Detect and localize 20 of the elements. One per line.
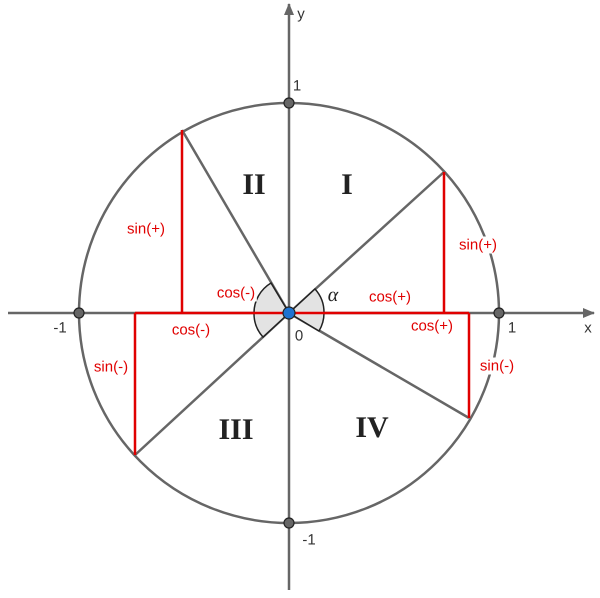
quadrant-numeral: I <box>341 170 353 200</box>
sign-label: cos(+) <box>366 288 414 306</box>
quadrant-numeral: IV <box>355 413 389 443</box>
axis-label: y <box>297 6 305 22</box>
quadrant-numeral: II <box>242 170 266 200</box>
tick-label: 1 <box>508 320 516 336</box>
sign-label: cos(-) <box>170 322 212 338</box>
tick-label: 1 <box>292 78 302 94</box>
sign-label: cos(+) <box>408 318 456 334</box>
tick-label: -1 <box>302 532 316 548</box>
sign-label: sin(-) <box>478 358 516 374</box>
sign-label: sin(+) <box>125 220 167 238</box>
sign-label: sin(-) <box>92 358 130 376</box>
axis-label: x <box>584 320 592 336</box>
tick-label: -1 <box>53 320 67 336</box>
sign-label: cos(-) <box>214 284 258 302</box>
tick-label: 0 <box>294 328 304 344</box>
sign-label: sin(+) <box>457 236 499 254</box>
angle-label: α <box>328 285 338 305</box>
quadrant-numeral: III <box>218 415 254 445</box>
